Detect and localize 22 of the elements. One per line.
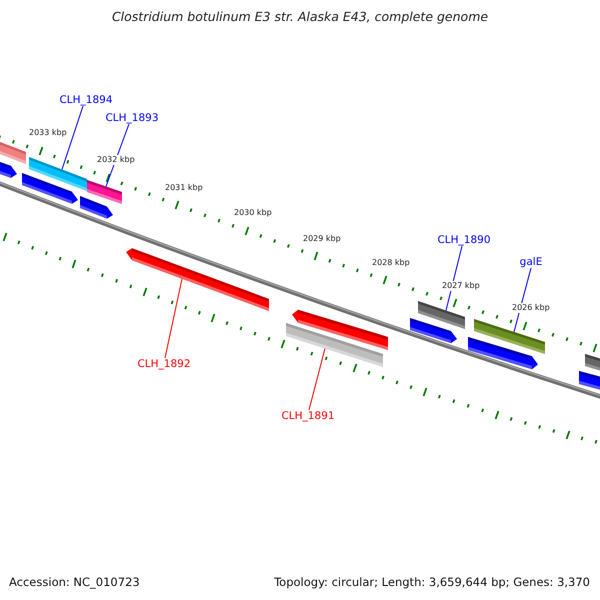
gene-label: CLH_1891 (281, 409, 335, 423)
scale-label: 2032 kbp (97, 155, 135, 165)
leader-line (164, 278, 182, 358)
gene-label: CLH_1890 (437, 233, 491, 247)
scale-label: 2029 kbp (303, 234, 341, 244)
leader-line (308, 348, 326, 410)
gene-bar (126, 246, 269, 311)
gene-bar (29, 157, 87, 191)
gene-bar (286, 323, 383, 367)
gene-bar (87, 180, 122, 204)
gene-label: CLH_1894 (59, 93, 113, 107)
scale-label: 2028 kbp (372, 258, 410, 268)
gene-label: CLH_1892 (137, 357, 191, 371)
gene-label: CLH_1893 (105, 111, 159, 125)
scale-label: 2031 kbp (165, 183, 203, 193)
leader-line (62, 106, 84, 170)
gene-label: galE (520, 255, 542, 269)
gene-bar (418, 301, 465, 329)
title: Clostridium botulinum E3 str. Alaska E43, complete genome (110, 9, 490, 24)
info-text: Accession: NC_010723 (9, 575, 140, 589)
gene-bar (474, 319, 545, 354)
info-text: Topology: circular; Length: 3,659,644 bp; Genes: 3,370 (274, 575, 590, 589)
